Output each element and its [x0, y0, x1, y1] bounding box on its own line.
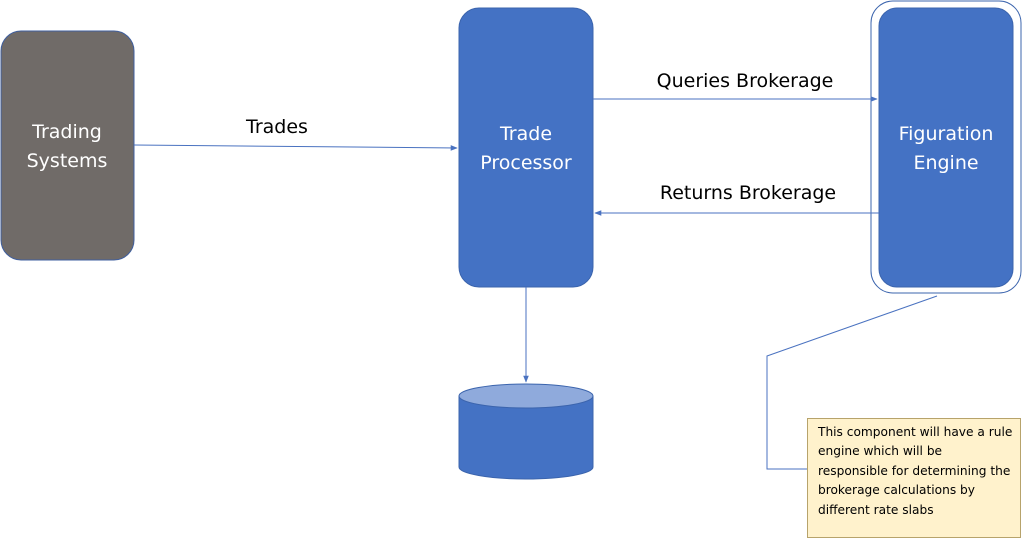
note-callout-line: [766, 295, 938, 470]
trading-systems-label-line2: Systems: [27, 150, 108, 172]
trading-systems-node[interactable]: Trading Systems: [0, 30, 135, 261]
trades-arrow: [133, 144, 458, 151]
returns-brokerage-label: Returns Brokerage: [660, 182, 836, 204]
trade-processor-label-line2: Processor: [480, 152, 572, 174]
figuration-engine-box: [878, 7, 1014, 288]
database-cylinder-body: [458, 395, 594, 480]
queries-brokerage-label: Queries Brokerage: [657, 70, 834, 92]
figuration-engine-note: This component will have a rule engine w…: [807, 418, 1021, 538]
trade-processor-node[interactable]: Trade Processor: [458, 7, 594, 288]
figuration-engine-label-line1: Figuration: [899, 123, 994, 145]
trade-processor-label-line1: Trade: [499, 123, 552, 145]
database-cylinder[interactable]: [458, 383, 594, 480]
trades-label: Trades: [245, 116, 308, 138]
database-cylinder-top: [458, 383, 594, 409]
note-text: This component will have a rule engine w…: [818, 425, 1013, 517]
figuration-engine-node[interactable]: Figuration Engine: [870, 0, 1022, 294]
trading-systems-label-line1: Trading: [31, 121, 102, 143]
trade-processor-box: [458, 7, 594, 288]
figuration-engine-label-line2: Engine: [913, 152, 978, 174]
trading-systems-box: [0, 30, 135, 261]
